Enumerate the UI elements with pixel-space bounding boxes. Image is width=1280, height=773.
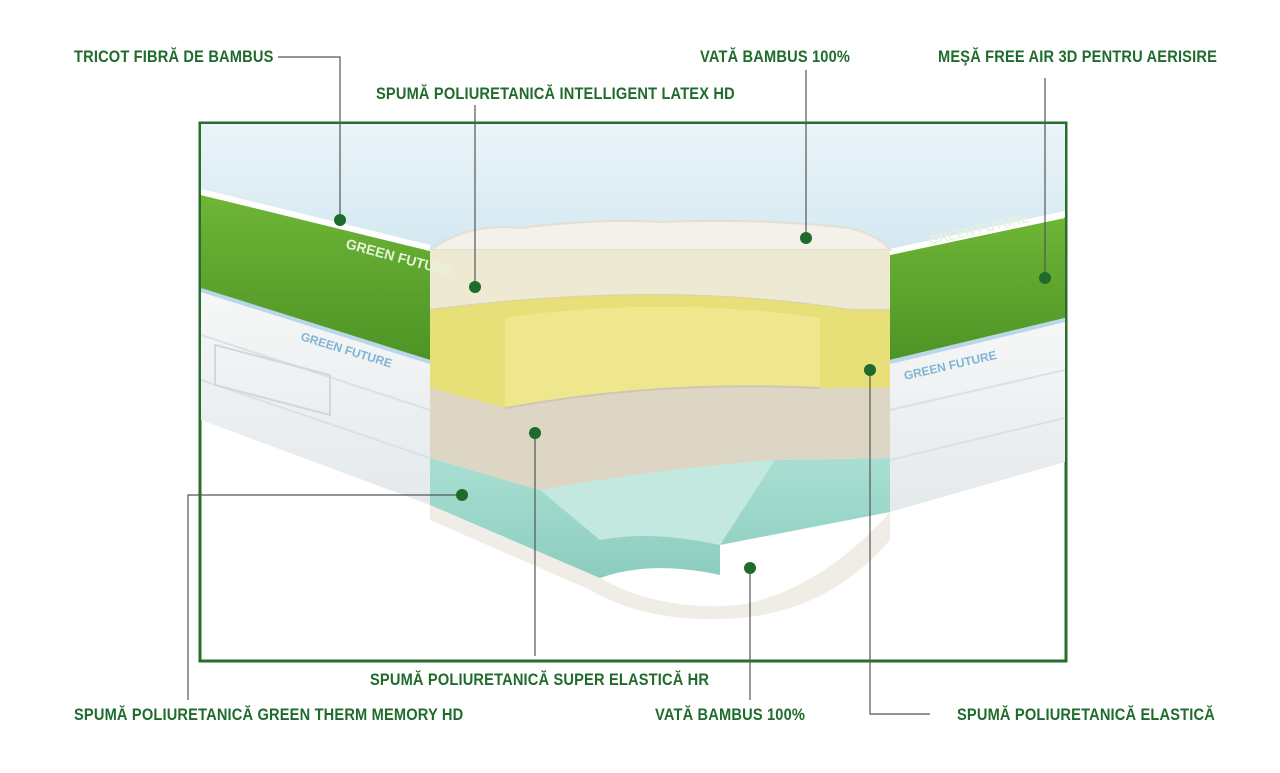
leader-elastica bbox=[869, 370, 930, 715]
label-memory: SPUMĂ POLIURETANICĂ GREEN THERM MEMORY H… bbox=[74, 705, 464, 724]
label-vata-bottom: VATĂ BAMBUS 100% bbox=[655, 705, 806, 724]
layer-memory-front bbox=[540, 460, 775, 545]
dot-elastica bbox=[864, 364, 876, 376]
label-vata-top: VATĂ BAMBUS 100% bbox=[700, 47, 851, 66]
right-padding bbox=[890, 318, 1065, 512]
dot-vata-top bbox=[800, 232, 812, 244]
label-elastica: SPUMĂ POLIURETANICĂ ELASTICĂ bbox=[957, 705, 1215, 724]
leader-lines bbox=[187, 56, 1046, 715]
marker-dots bbox=[334, 214, 1051, 574]
wadding-top bbox=[426, 219, 892, 251]
layer-latex bbox=[430, 250, 890, 310]
frame-border bbox=[198, 121, 1068, 663]
dot-memory bbox=[456, 489, 468, 501]
dot-super-elastica bbox=[529, 427, 541, 439]
dot-latex bbox=[469, 281, 481, 293]
leader-memory bbox=[187, 494, 462, 700]
label-mesa: MEŞĂ FREE AIR 3D PENTRU AERISIRE bbox=[938, 47, 1217, 66]
top-cover bbox=[201, 124, 1065, 250]
mattress-body bbox=[201, 124, 1065, 620]
label-super-elastica: SPUMĂ POLIURETANICĂ SUPER ELASTICĂ HR bbox=[370, 670, 710, 689]
dot-vata-bottom bbox=[744, 562, 756, 574]
layer-hr-foam bbox=[430, 386, 890, 490]
layer-elastic-foam-front bbox=[505, 307, 820, 408]
label-tricot: TRICOT FIBRĂ DE BAMBUS bbox=[74, 47, 274, 66]
layer-elastic-foam bbox=[430, 295, 890, 408]
dot-tricot bbox=[334, 214, 346, 226]
label-latex: SPUMĂ POLIURETANICĂ INTELLIGENT LATEX HD bbox=[376, 84, 735, 103]
leader-tricot bbox=[278, 56, 341, 220]
right-mesh-band bbox=[890, 218, 1065, 360]
dot-mesa bbox=[1039, 272, 1051, 284]
